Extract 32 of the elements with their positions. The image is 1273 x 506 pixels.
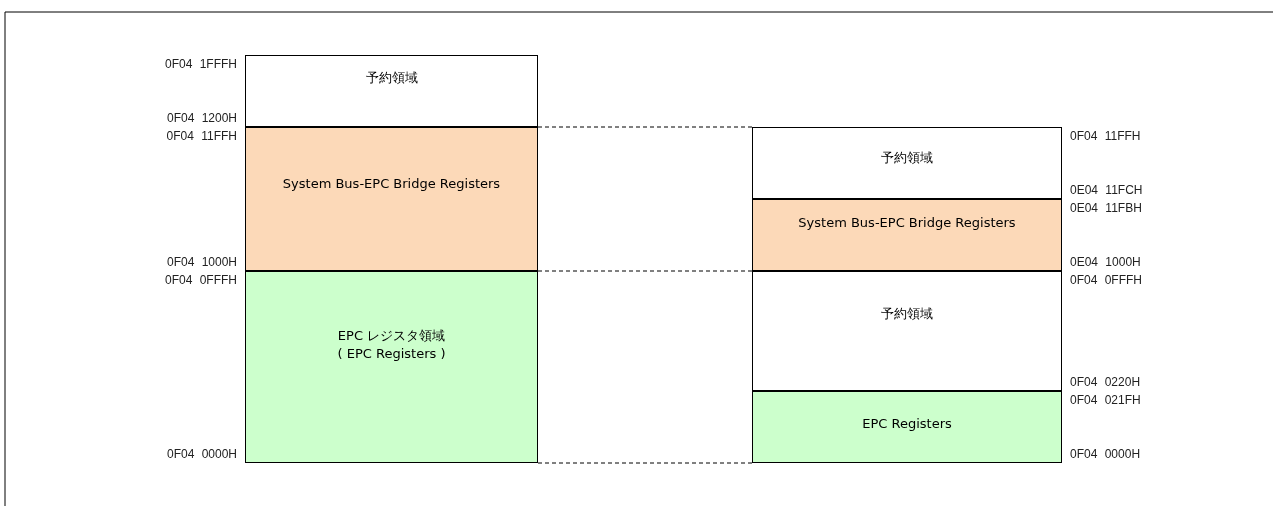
memory-region bbox=[752, 199, 1062, 271]
dashed-guide-line bbox=[537, 270, 753, 272]
region-label: EPC レジスタ領域 bbox=[337, 328, 446, 344]
memory-region bbox=[752, 127, 1062, 199]
region-label: 予約領域 bbox=[365, 70, 418, 86]
region-label: 予約領域 bbox=[881, 306, 933, 322]
memory-region bbox=[245, 271, 538, 463]
region-label: System Bus-EPC Bridge Registers bbox=[282, 176, 501, 192]
address-label: 0F04 0000H bbox=[166, 447, 237, 461]
memory-region bbox=[245, 55, 538, 127]
address-label: 0F04 0000H bbox=[1070, 447, 1141, 461]
address-label: 0F04 11FFH bbox=[166, 129, 237, 143]
memory-region bbox=[752, 271, 1062, 391]
address-label: 0F04 021FH bbox=[1070, 393, 1141, 407]
memory-region bbox=[752, 391, 1062, 463]
address-label: 0F04 1200H bbox=[166, 111, 237, 125]
region-label: EPC Registers bbox=[862, 416, 952, 432]
address-label: 0E04 1000H bbox=[1070, 255, 1141, 269]
address-label: 0E04 11FBH bbox=[1070, 201, 1142, 215]
region-label: ( EPC Registers ) bbox=[337, 346, 446, 362]
address-label: 0F04 0FFFH bbox=[165, 273, 237, 287]
address-label: 0F04 1000H bbox=[166, 255, 237, 269]
memory-region bbox=[245, 127, 538, 271]
dashed-guide-line bbox=[537, 126, 753, 128]
address-label: 0F04 1FFFH bbox=[165, 57, 237, 71]
region-label: 予約領域 bbox=[881, 150, 933, 166]
address-label: 0F04 0FFFH bbox=[1070, 273, 1142, 287]
dashed-guide-line bbox=[537, 462, 753, 464]
address-label: 0F04 0220H bbox=[1070, 375, 1141, 389]
address-label: 0F04 11FFH bbox=[1070, 129, 1141, 143]
address-label: 0E04 11FCH bbox=[1070, 183, 1143, 197]
region-label: System Bus-EPC Bridge Registers bbox=[798, 215, 1016, 231]
